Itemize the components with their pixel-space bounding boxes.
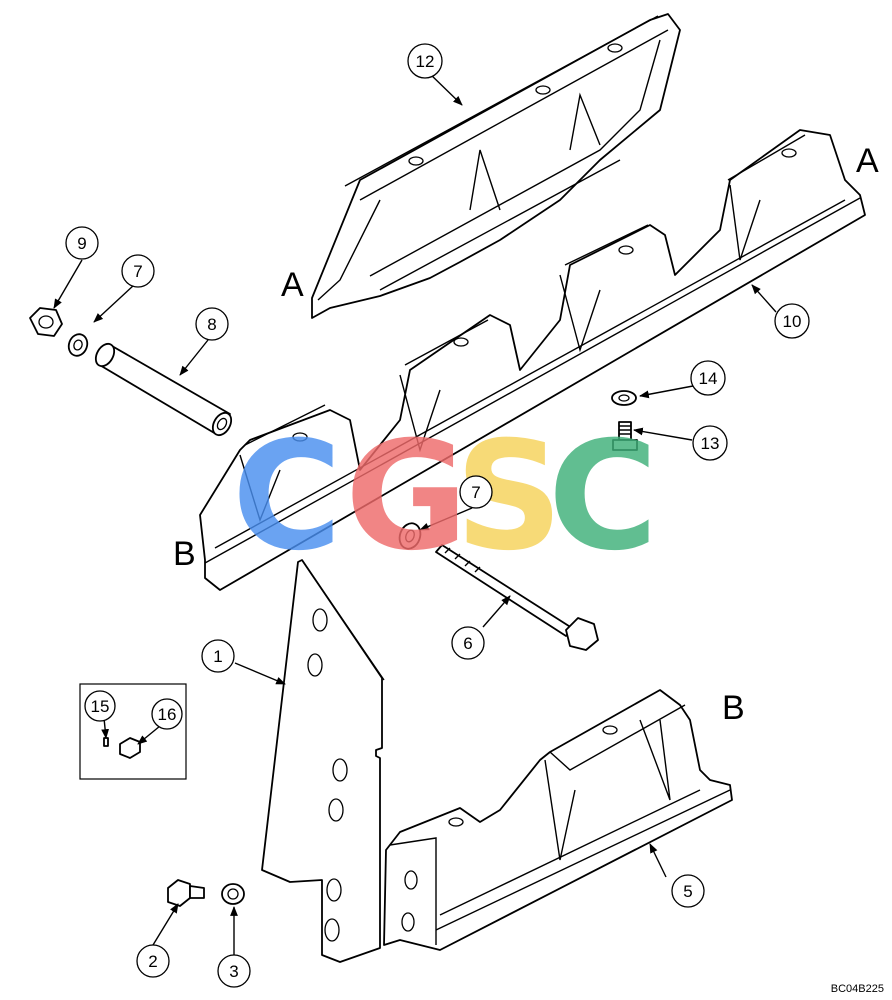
washer-7-center xyxy=(398,522,422,550)
callout-8: 8 xyxy=(195,307,229,341)
callout-15: 15 xyxy=(84,690,116,722)
square-nut-16 xyxy=(119,737,141,759)
small-bolt-13 xyxy=(612,421,638,451)
callout-label: 5 xyxy=(683,882,692,901)
callout-label: 10 xyxy=(783,312,802,331)
watermark-letter-2: G xyxy=(345,410,468,584)
callout-2: 2 xyxy=(136,944,170,978)
section-marker-a-left: A xyxy=(281,266,304,304)
callout-7-left: 7 xyxy=(121,254,155,288)
callout-10: 10 xyxy=(774,303,810,339)
callout-label: 7 xyxy=(133,262,142,281)
watermark: C G S C xyxy=(232,410,658,584)
section-marker-a-right: A xyxy=(856,142,879,180)
callout-label: 1 xyxy=(213,647,222,666)
section-marker-b-right: B xyxy=(722,689,745,727)
callout-14: 14 xyxy=(690,360,726,396)
callout-label: 2 xyxy=(148,952,157,971)
callout-label: 12 xyxy=(416,52,435,71)
frame-section-12 xyxy=(311,13,681,319)
washer-14 xyxy=(611,390,637,406)
washer-3 xyxy=(221,883,245,905)
spacer-tube-8 xyxy=(94,342,233,437)
callout-label: 8 xyxy=(207,315,216,334)
callout-13: 13 xyxy=(692,425,728,461)
end-frame-section-5 xyxy=(383,689,733,951)
watermark-letter-4: C xyxy=(548,410,658,584)
callouts: 1 2 3 5 6 7 7 8 xyxy=(65,43,810,988)
callout-12: 12 xyxy=(407,43,443,79)
callout-label: 14 xyxy=(699,369,718,388)
callout-16: 16 xyxy=(151,698,183,730)
screw-15 xyxy=(103,737,109,747)
long-bolt-6 xyxy=(435,544,599,651)
callout-label: 6 xyxy=(463,634,472,653)
hex-bolt-2 xyxy=(167,879,205,907)
callout-label: 7 xyxy=(471,483,480,502)
drawing-code: BC04B225 xyxy=(831,983,884,995)
callout-1: 1 xyxy=(201,639,235,673)
callout-label: 3 xyxy=(229,962,238,981)
leader-lines xyxy=(53,71,777,955)
washer-7-left xyxy=(67,333,89,357)
section-marker-b-left: B xyxy=(173,535,196,573)
callout-9: 9 xyxy=(65,226,99,260)
callout-label: 13 xyxy=(701,434,720,453)
callout-label: 16 xyxy=(158,705,177,724)
callout-label: 9 xyxy=(77,234,86,253)
frame-rail-10 xyxy=(199,129,866,591)
hex-nut-9 xyxy=(29,307,63,337)
mounting-plate-1 xyxy=(261,559,385,963)
callout-label: 15 xyxy=(91,697,110,716)
callout-6: 6 xyxy=(451,626,485,660)
inset-box xyxy=(79,683,187,780)
callout-7-center: 7 xyxy=(459,475,493,509)
callout-5: 5 xyxy=(671,874,705,908)
callout-3: 3 xyxy=(217,954,251,988)
watermark-letter-1: C xyxy=(232,410,342,584)
